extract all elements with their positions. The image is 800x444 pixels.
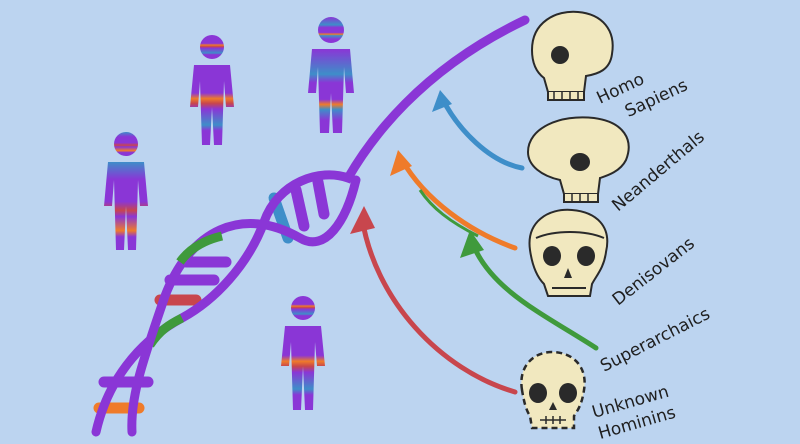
superarchaic-arrow xyxy=(469,239,599,351)
modern-skull xyxy=(530,10,614,101)
denisovan-arrowhead xyxy=(390,150,412,176)
unknown-hominin-skull xyxy=(520,350,586,430)
person-figure-2 xyxy=(308,17,354,133)
unknown-hominin-arrow xyxy=(359,215,518,395)
unknown-hominin-arrowhead xyxy=(350,206,375,234)
person-figure-3 xyxy=(104,132,148,250)
person-figure-4 xyxy=(281,296,325,410)
denisovan-skull xyxy=(528,208,609,297)
dna-helix xyxy=(91,15,530,437)
person-figure-1 xyxy=(190,35,234,145)
neanderthal-arrowhead xyxy=(432,90,452,112)
dna-strand-b-green xyxy=(176,231,224,265)
superarchaic-arrowhead xyxy=(460,230,484,258)
neanderthal-arrow xyxy=(439,95,525,171)
lineage-arrows xyxy=(350,90,599,395)
neanderthal-skull xyxy=(526,116,630,203)
denisovan-arrow xyxy=(399,157,518,251)
dna-strand-b xyxy=(127,175,361,437)
